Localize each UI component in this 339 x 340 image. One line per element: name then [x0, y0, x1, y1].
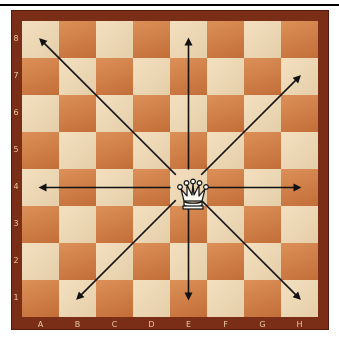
square-c5[interactable] — [96, 132, 133, 169]
square-f8[interactable] — [207, 21, 244, 58]
square-c8[interactable] — [96, 21, 133, 58]
square-c6[interactable] — [96, 95, 133, 132]
square-g1[interactable] — [244, 280, 281, 317]
top-divider — [0, 4, 339, 6]
file-label: F — [207, 320, 244, 330]
square-c7[interactable] — [96, 58, 133, 95]
square-d3[interactable] — [133, 206, 170, 243]
square-a5[interactable] — [22, 132, 59, 169]
rank-label: 8 — [12, 34, 20, 44]
square-g6[interactable] — [244, 95, 281, 132]
rank-label: 4 — [12, 182, 20, 192]
square-g3[interactable] — [244, 206, 281, 243]
square-h3[interactable] — [281, 206, 318, 243]
square-h6[interactable] — [281, 95, 318, 132]
file-label: H — [281, 320, 318, 330]
square-g4[interactable] — [244, 169, 281, 206]
square-h8[interactable] — [281, 21, 318, 58]
square-c2[interactable] — [96, 243, 133, 280]
square-b4[interactable] — [59, 169, 96, 206]
square-h2[interactable] — [281, 243, 318, 280]
rank-label: 1 — [12, 293, 20, 303]
file-label: D — [133, 320, 170, 330]
square-e8[interactable] — [170, 21, 207, 58]
square-a2[interactable] — [22, 243, 59, 280]
file-label: C — [96, 320, 133, 330]
square-f1[interactable] — [207, 280, 244, 317]
square-b2[interactable] — [59, 243, 96, 280]
rank-label: 2 — [12, 256, 20, 266]
square-e5[interactable] — [170, 132, 207, 169]
file-label: E — [170, 320, 207, 330]
square-f4[interactable] — [207, 169, 244, 206]
square-d5[interactable] — [133, 132, 170, 169]
square-h7[interactable] — [281, 58, 318, 95]
square-c4[interactable] — [96, 169, 133, 206]
white-queen-icon[interactable] — [177, 178, 209, 212]
square-e7[interactable] — [170, 58, 207, 95]
rank-label: 3 — [12, 219, 20, 229]
square-d8[interactable] — [133, 21, 170, 58]
rank-label: 7 — [12, 71, 20, 81]
square-e2[interactable] — [170, 243, 207, 280]
square-d1[interactable] — [133, 280, 170, 317]
square-f7[interactable] — [207, 58, 244, 95]
square-e6[interactable] — [170, 95, 207, 132]
square-e1[interactable] — [170, 280, 207, 317]
square-d7[interactable] — [133, 58, 170, 95]
square-a7[interactable] — [22, 58, 59, 95]
square-f6[interactable] — [207, 95, 244, 132]
chessboard[interactable] — [22, 21, 318, 317]
square-g7[interactable] — [244, 58, 281, 95]
rank-label: 6 — [12, 108, 20, 118]
square-d4[interactable] — [133, 169, 170, 206]
square-f3[interactable] — [207, 206, 244, 243]
square-a1[interactable] — [22, 280, 59, 317]
square-d2[interactable] — [133, 243, 170, 280]
square-f2[interactable] — [207, 243, 244, 280]
file-label: B — [59, 320, 96, 330]
square-a3[interactable] — [22, 206, 59, 243]
rank-label: 5 — [12, 145, 20, 155]
square-h4[interactable] — [281, 169, 318, 206]
square-b8[interactable] — [59, 21, 96, 58]
square-f5[interactable] — [207, 132, 244, 169]
square-b7[interactable] — [59, 58, 96, 95]
file-label: A — [22, 320, 59, 330]
square-h1[interactable] — [281, 280, 318, 317]
square-b6[interactable] — [59, 95, 96, 132]
square-a4[interactable] — [22, 169, 59, 206]
square-c3[interactable] — [96, 206, 133, 243]
square-d6[interactable] — [133, 95, 170, 132]
file-label: G — [244, 320, 281, 330]
square-c1[interactable] — [96, 280, 133, 317]
square-b1[interactable] — [59, 280, 96, 317]
square-b5[interactable] — [59, 132, 96, 169]
square-a8[interactable] — [22, 21, 59, 58]
square-g8[interactable] — [244, 21, 281, 58]
square-g5[interactable] — [244, 132, 281, 169]
square-b3[interactable] — [59, 206, 96, 243]
square-a6[interactable] — [22, 95, 59, 132]
square-h5[interactable] — [281, 132, 318, 169]
square-g2[interactable] — [244, 243, 281, 280]
